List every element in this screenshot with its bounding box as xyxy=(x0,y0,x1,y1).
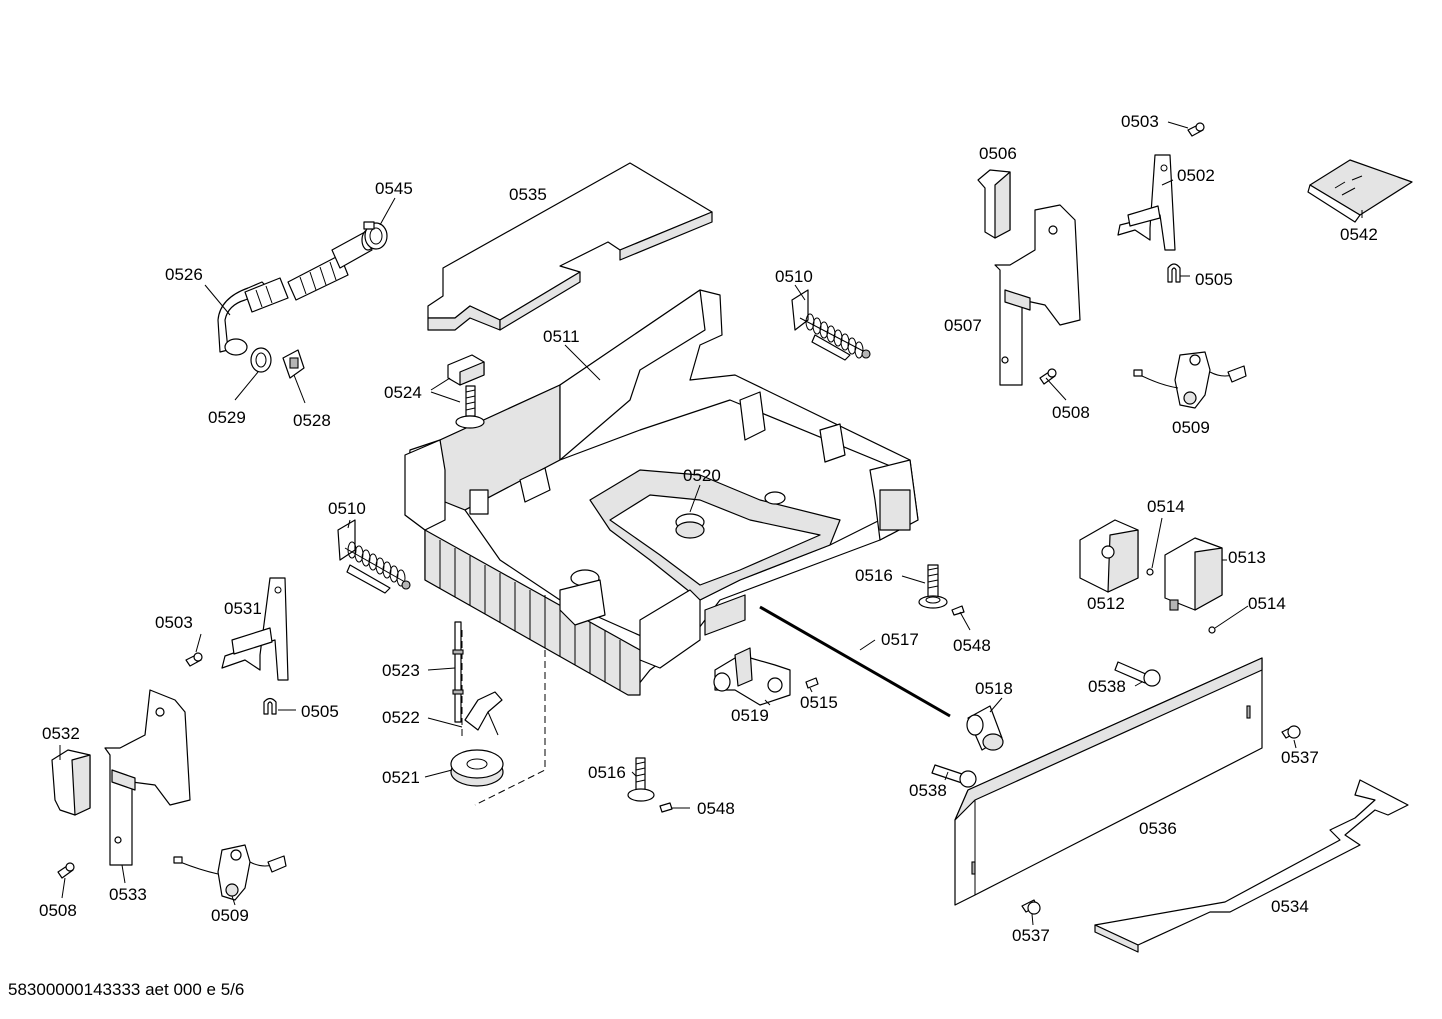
label-0523: 0523 xyxy=(382,661,420,680)
part-0519-valve xyxy=(713,647,791,706)
part-0514-screw-b xyxy=(1208,626,1216,634)
part-0509-switch-lower xyxy=(173,844,287,901)
label-0513: 0513 xyxy=(1228,548,1266,567)
part-0516-leveling-foot-lower xyxy=(627,757,655,802)
part-0538-screw-lower xyxy=(931,764,977,788)
label-0526: 0526 xyxy=(165,265,203,284)
part-0516-leveling-foot-upper xyxy=(918,564,948,609)
label-0532: 0532 xyxy=(42,724,80,743)
part-0538-screw-upper xyxy=(1114,661,1161,687)
part-0515-screw xyxy=(805,677,819,689)
label-0516: 0516 xyxy=(855,566,893,585)
part-0545-hose-clamp xyxy=(363,221,388,250)
label-0514: 0514 xyxy=(1248,594,1286,613)
part-0523-shaft xyxy=(452,621,464,723)
label-0505: 0505 xyxy=(1195,270,1233,289)
part-0534-strip xyxy=(1094,779,1409,953)
part-0521-impeller xyxy=(450,749,504,787)
label-0534: 0534 xyxy=(1271,897,1309,916)
part-0513-cover xyxy=(1164,537,1223,611)
part-0510-spring-upper xyxy=(791,289,871,361)
part-0518-knob xyxy=(966,705,1004,751)
label-0518: 0518 xyxy=(975,679,1013,698)
label-0502: 0502 xyxy=(1177,166,1215,185)
leader-lines xyxy=(59,121,1363,926)
part-0507-hinge-plate xyxy=(994,204,1081,386)
label-0510: 0510 xyxy=(775,267,813,286)
label-0512: 0512 xyxy=(1087,594,1125,613)
part-0508-screw-lower xyxy=(57,862,75,879)
part-0531-bracket xyxy=(221,577,289,681)
document-id-footer: 58300000143333 aet 000 e 5/6 xyxy=(8,980,245,999)
label-0510: 0510 xyxy=(328,499,366,518)
part-0505-clip-lower xyxy=(263,697,277,715)
label-0528: 0528 xyxy=(293,411,331,430)
label-0509: 0509 xyxy=(1172,418,1210,437)
label-0529: 0529 xyxy=(208,408,246,427)
label-0520: 0520 xyxy=(683,466,721,485)
label-0533: 0533 xyxy=(109,885,147,904)
label-0503: 0503 xyxy=(155,613,193,632)
label-0548: 0548 xyxy=(697,799,735,818)
label-0519: 0519 xyxy=(731,706,769,725)
part-0537-screw-lower xyxy=(1021,899,1041,915)
label-0537: 0537 xyxy=(1281,748,1319,767)
label-0514: 0514 xyxy=(1147,497,1185,516)
assembly-line xyxy=(474,595,546,806)
part-0533-hinge-plate xyxy=(104,689,191,866)
part-0537-screw-upper xyxy=(1281,725,1301,739)
part-0503-screw-upper xyxy=(1187,122,1205,137)
label-0535: 0535 xyxy=(509,185,547,204)
label-0536: 0536 xyxy=(1139,819,1177,838)
label-0548: 0548 xyxy=(953,636,991,655)
part-0505-clip-upper xyxy=(1167,263,1181,283)
label-0538: 0538 xyxy=(1088,677,1126,696)
label-0505: 0505 xyxy=(301,702,339,721)
label-0511: 0511 xyxy=(543,327,580,346)
label-0503: 0503 xyxy=(1121,112,1159,131)
label-0537: 0537 xyxy=(1012,926,1050,945)
part-0532-cover xyxy=(51,749,91,816)
part-labels: 0503 0502 0506 0542 0505 0507 0508 0509 … xyxy=(39,112,1378,945)
label-0508: 0508 xyxy=(39,901,77,920)
label-0517: 0517 xyxy=(881,630,919,649)
part-0517-rod xyxy=(759,605,951,718)
label-0538: 0538 xyxy=(909,781,947,800)
part-0548-screw-upper xyxy=(951,605,965,616)
label-0545: 0545 xyxy=(375,179,413,198)
part-0536-kick-plate xyxy=(954,657,1263,906)
part-0548-screw-lower xyxy=(659,802,673,813)
part-0508-screw-upper xyxy=(1039,368,1057,385)
part-0509-switch-upper xyxy=(1133,351,1247,409)
label-0508: 0508 xyxy=(1052,403,1090,422)
part-0506-bracket xyxy=(977,169,1011,239)
label-0507: 0507 xyxy=(944,316,982,335)
label-0522: 0522 xyxy=(382,708,420,727)
part-0503-screw-lower xyxy=(185,652,203,667)
label-0524: 0524 xyxy=(384,383,422,402)
part-0511-base-tub xyxy=(404,289,919,696)
part-0535-cover-plate xyxy=(427,162,713,331)
part-0524-foot xyxy=(447,354,485,429)
part-0514-screw-a xyxy=(1146,568,1154,576)
part-0512-housing xyxy=(1079,519,1139,593)
label-0521: 0521 xyxy=(382,768,420,787)
label-0531: 0531 xyxy=(224,599,262,618)
part-0528-holder xyxy=(282,349,305,379)
label-0516: 0516 xyxy=(588,763,626,782)
label-0509: 0509 xyxy=(211,906,249,925)
part-0522-bracket xyxy=(464,691,503,736)
label-0506: 0506 xyxy=(979,144,1017,163)
label-0515: 0515 xyxy=(800,693,838,712)
part-0510-spring-lower xyxy=(337,519,411,594)
part-0502-bracket xyxy=(1117,154,1176,251)
part-0542-parts-bag xyxy=(1307,159,1413,223)
part-0529-clamp xyxy=(250,347,272,373)
part-0526-drain-hose xyxy=(217,229,375,356)
label-0542: 0542 xyxy=(1340,225,1378,244)
